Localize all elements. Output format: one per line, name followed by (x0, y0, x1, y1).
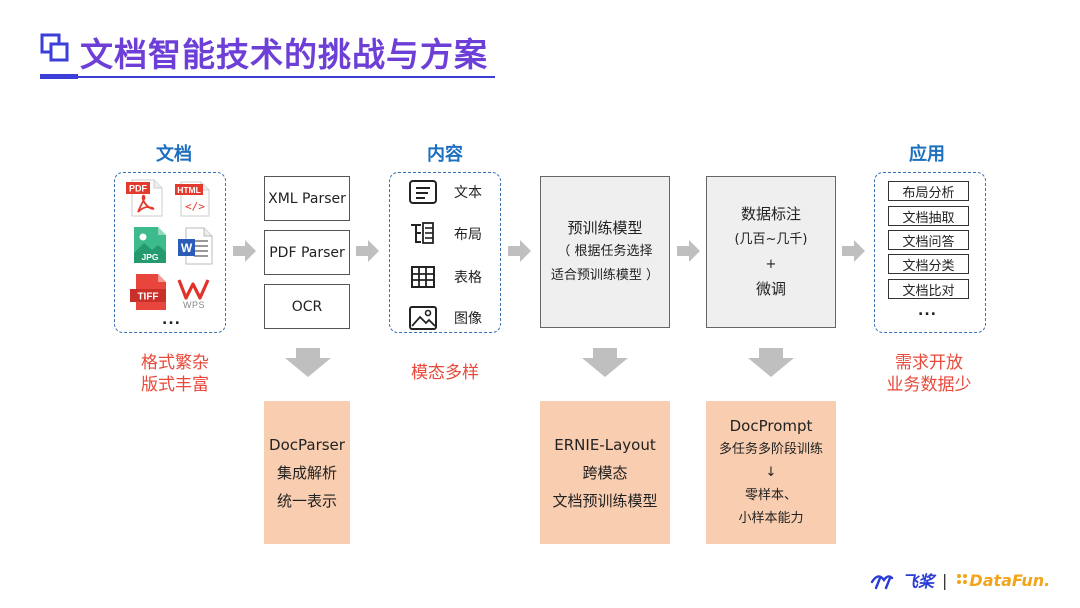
wps-icon: WPS (177, 279, 210, 310)
ernie-title: ERNIE-Layout (554, 435, 656, 454)
arrow-right-icon (842, 240, 865, 262)
docparser-line-2: 统一表示 (276, 491, 337, 510)
arrow-right-icon (356, 240, 379, 262)
svg-text:W: W (181, 241, 193, 255)
annotation-range: (几百~几千) (734, 232, 808, 247)
footer-logos: 飞桨 | DataFun. (870, 568, 1050, 592)
annotation-plus: + (765, 257, 777, 272)
content-item-label: 表格 (454, 270, 482, 286)
column-header-application: 应用 (909, 144, 945, 165)
app-item-classification: 文档分类 (888, 254, 969, 274)
xml-parser-box: XML Parser (264, 176, 350, 221)
arrow-down-icon (285, 348, 331, 377)
layout-icon (408, 221, 438, 247)
title-underline (40, 76, 495, 78)
word-icon: W (178, 227, 213, 265)
content-item-text: 文本 (408, 179, 482, 205)
arrow-right-icon (508, 240, 531, 262)
paddle-logo-icon (870, 575, 894, 590)
arrow-right-icon (233, 240, 256, 262)
svg-text:WPS: WPS (183, 300, 205, 310)
pretrain-title: 预训练模型 (567, 219, 643, 237)
title-logo-icon (40, 33, 69, 62)
datafun-brand-text: DataFun. (969, 570, 1051, 590)
ernie-line-2: 文档预训练模型 (552, 491, 658, 510)
paddle-brand-text: 飞桨 (902, 572, 935, 591)
pretrain-model-box: 预训练模型 （ 根据任务选择 适合预训练模型 ） (540, 176, 670, 328)
svg-text:</>: </> (185, 200, 205, 213)
arrow-right-icon (677, 240, 700, 262)
tiff-icon: TIFF (130, 274, 166, 310)
finetune-label: 微调 (755, 280, 786, 298)
annotation-title: 数据标注 (740, 205, 801, 223)
content-item-label: 文本 (454, 185, 482, 201)
app-item-qa: 文档问答 (888, 230, 969, 250)
annotation-finetune-box: 数据标注 (几百~几千) + 微调 (706, 176, 836, 328)
title-underline-accent (40, 74, 78, 79)
content-item-layout: 布局 (408, 221, 482, 247)
docparser-line-1: 集成解析 (276, 463, 337, 482)
image-icon (408, 305, 438, 331)
docprompt-line-2: 零样本、 (744, 488, 797, 503)
page-title: 文档智能技术的挑战与方案 (80, 35, 488, 74)
pdf-parser-box: PDF Parser (264, 230, 350, 275)
challenge-content: 模态多样 (411, 363, 479, 383)
docprompt-solution-box: DocPrompt 多任务多阶段训练 ↓ 零样本、 小样本能力 (706, 401, 836, 544)
arrow-down-icon (582, 348, 628, 377)
app-item-layout-analysis: 布局分析 (888, 181, 969, 201)
documents-more: ... (162, 312, 181, 328)
docprompt-title: DocPrompt (729, 417, 813, 435)
docparser-solution-box: DocParser 集成解析 统一表示 (264, 401, 350, 544)
pretrain-note-1: （ 根据任务选择 (557, 244, 653, 259)
docprompt-line-3: 小样本能力 (738, 511, 804, 526)
content-item-label: 图像 (454, 311, 482, 327)
jpg-icon: JPG (134, 227, 166, 263)
challenge-application: 需求开放 业务数据少 (886, 353, 972, 395)
ernie-layout-solution-box: ERNIE-Layout 跨模态 文档预训练模型 (540, 401, 670, 544)
column-header-documents: 文档 (156, 144, 192, 165)
pretrain-note-2: 适合预训练模型 ） (550, 268, 660, 283)
content-item-table: 表格 (408, 264, 482, 290)
app-item-comparison: 文档比对 (888, 279, 969, 299)
footer-separator: | (942, 570, 948, 590)
ocr-box: OCR (264, 284, 350, 329)
arrow-down-icon (748, 348, 794, 377)
pdf-icon: PDF (126, 179, 163, 217)
table-icon (408, 264, 438, 290)
content-box (389, 172, 501, 333)
svg-text:JPG: JPG (141, 252, 158, 262)
content-item-image: 图像 (408, 305, 482, 331)
column-header-content: 内容 (427, 144, 463, 165)
challenge-documents: 格式繁杂 版式丰富 (141, 353, 209, 395)
docparser-title: DocParser (269, 435, 345, 454)
ernie-line-1: 跨模态 (582, 463, 628, 482)
svg-text:HTML: HTML (177, 185, 201, 195)
docprompt-line-1: 多任务多阶段训练 (718, 442, 823, 457)
svg-text:TIFF: TIFF (137, 292, 158, 303)
docprompt-arrow: ↓ (765, 465, 777, 480)
html-icon: HTML </> (175, 181, 210, 217)
svg-text:PDF: PDF (129, 184, 148, 194)
content-item-label: 布局 (454, 227, 482, 243)
app-item-extraction: 文档抽取 (888, 206, 969, 226)
datafun-logo-icon (957, 574, 968, 584)
applications-more: ... (918, 303, 937, 319)
text-icon (408, 179, 438, 205)
